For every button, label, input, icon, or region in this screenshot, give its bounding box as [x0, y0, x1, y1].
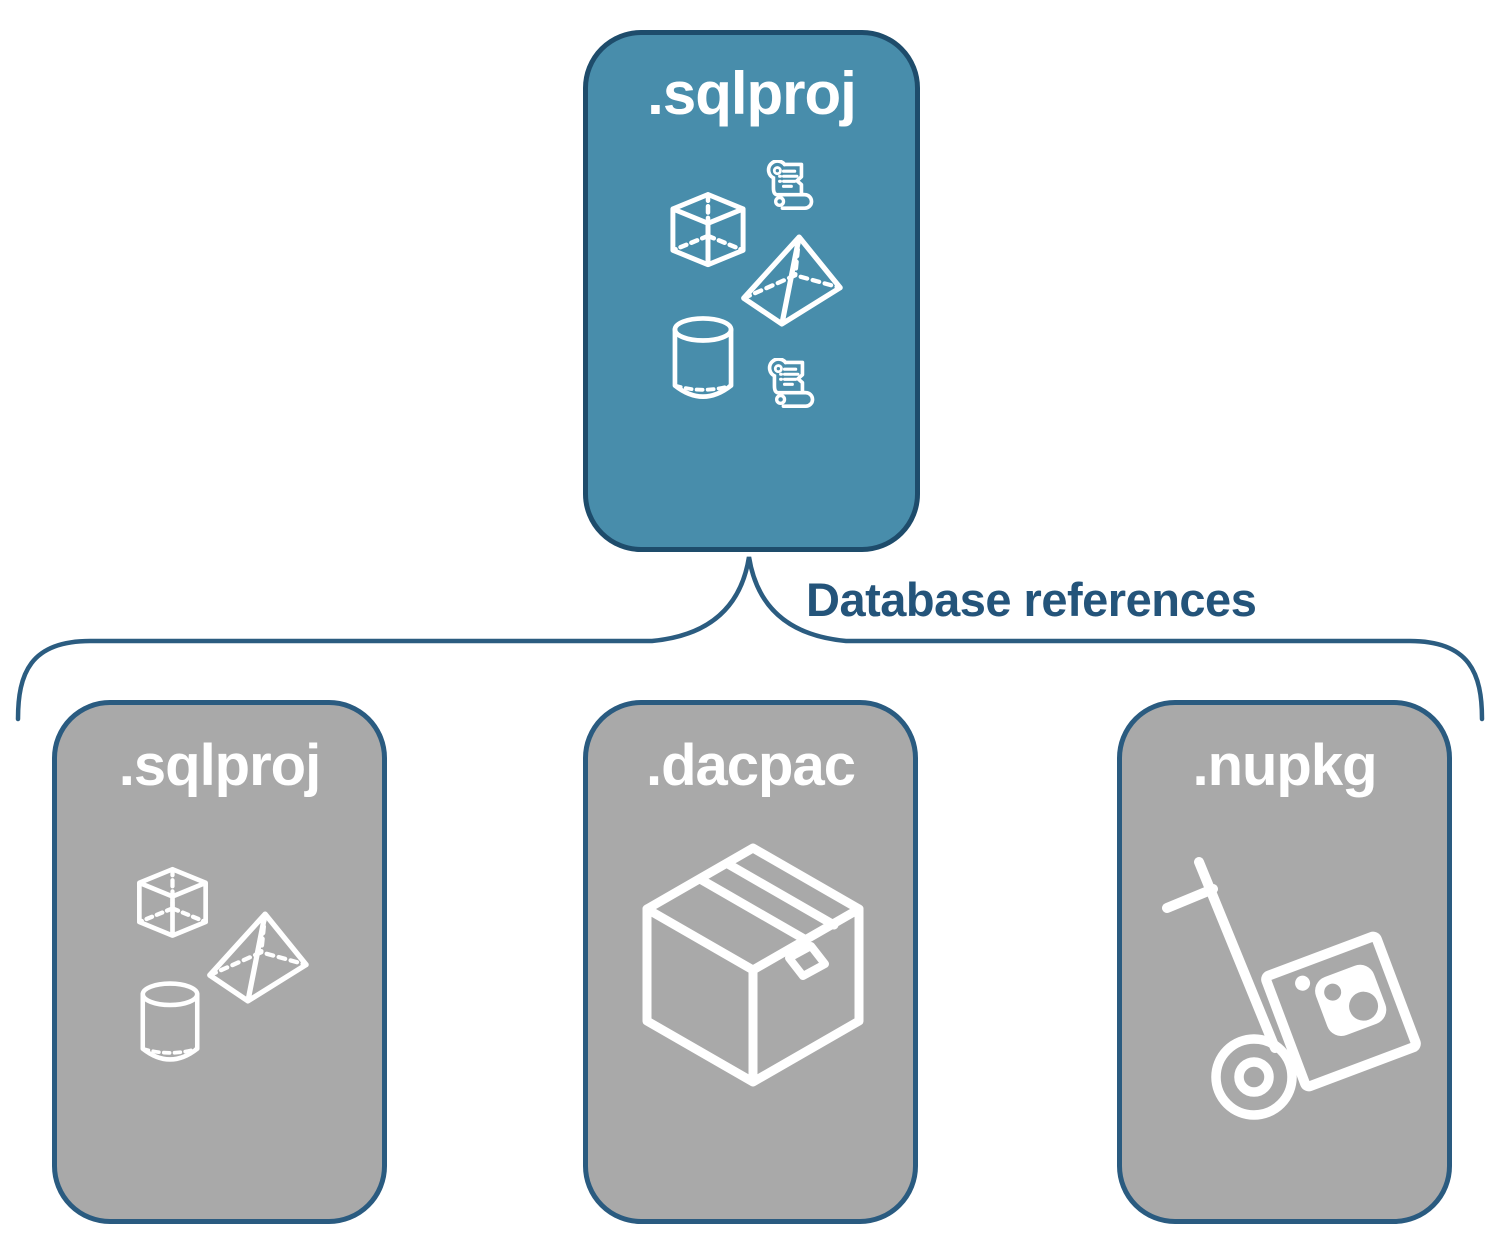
pyramid-icon	[738, 233, 843, 329]
cylinder-icon	[137, 980, 203, 1063]
node-ref-dacpac: .dacpac	[583, 700, 918, 1224]
node-ref-dacpac-title: .dacpac	[646, 733, 856, 798]
node-ref-nupkg-title: .nupkg	[1192, 733, 1377, 798]
scroll-icon	[760, 160, 816, 216]
node-ref-sqlproj-title: .sqlproj	[118, 733, 321, 798]
node-ref-sqlproj: .sqlproj	[52, 700, 387, 1224]
pyramid-icon	[204, 910, 309, 1006]
scroll-icon	[761, 358, 817, 414]
cube-icon	[130, 865, 215, 950]
node-ref-nupkg: .nupkg	[1117, 700, 1452, 1224]
node-sqlproj-source: .sqlproj	[583, 30, 920, 552]
cylinder-icon	[669, 315, 737, 400]
connector-label: Database references	[806, 573, 1257, 626]
nuget-handtruck-icon	[1157, 840, 1437, 1140]
node-sqlproj-source-title: .sqlproj	[647, 60, 857, 127]
package-box-icon	[633, 838, 873, 1108]
